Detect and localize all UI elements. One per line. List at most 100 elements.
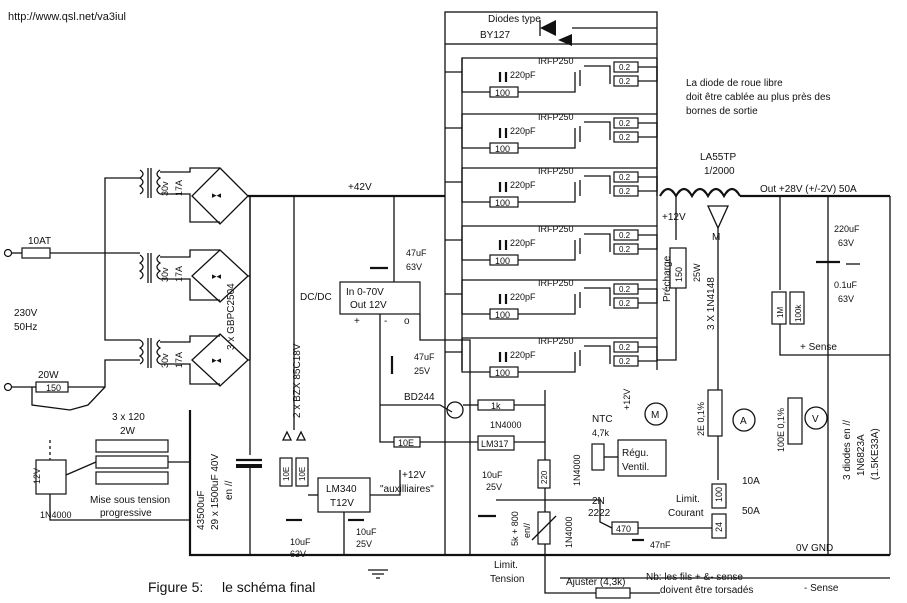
pot-desc-2: en//: [522, 522, 532, 538]
snubber-cap-value: 220pF: [510, 292, 536, 302]
lim-cap-value: 10uF: [482, 470, 503, 480]
fan-regu-box: [617, 439, 667, 477]
lm317-name: LM317: [481, 439, 509, 449]
mains-terminal-top: [3, 248, 13, 258]
current-pot: [711, 483, 727, 509]
tr3-current: 17A: [174, 352, 184, 368]
lm340-type: T12V: [330, 498, 354, 509]
source-resistor-1-value: 0.2: [619, 173, 631, 182]
res-1k-value: 1k: [491, 401, 501, 411]
adjust-res: [595, 587, 631, 599]
mains-terminal-bottom: [3, 382, 13, 392]
snubber-cap-value: 220pF: [510, 238, 536, 248]
sensor-m: M: [712, 232, 720, 243]
mains-voltage: 230V: [14, 308, 38, 319]
svg-text:▸◂: ▸◂: [212, 271, 222, 281]
main-cap-desc2: en //: [224, 480, 235, 500]
dcdc-name: DC/DC: [300, 292, 332, 303]
gate-resistor-value: 100: [495, 310, 510, 320]
tr1-voltage: 30v: [160, 181, 170, 196]
softstart-label-1: Mise sous tension: [90, 495, 170, 506]
mosfet-name: IRFP250: [538, 336, 574, 346]
source-resistor-2-value: 0.2: [619, 245, 631, 254]
adjust-label: Ajuster (4,3k): [566, 577, 625, 588]
res-220: [537, 459, 551, 489]
mosfet-name: IRFP250: [538, 112, 574, 122]
transformer-2: 30v 17A: [138, 253, 184, 283]
transformer-3: 30v 17A: [138, 338, 184, 368]
note-block: La diode de roue libre doit être cablée …: [686, 78, 831, 117]
limit-circuits: Limit. Courant 100 24 10A 50A 2N 2222 47…: [478, 454, 760, 599]
zener-label: 2 x BZX 85C18V: [292, 343, 303, 418]
reg-cap2-voltage: 25V: [356, 539, 372, 549]
source-resistor-1-value: 0.2: [619, 231, 631, 240]
source-resistor-2-value: 0.2: [619, 133, 631, 142]
lim-diode-2: 1N4000: [564, 516, 574, 548]
ntc-res: [591, 443, 605, 471]
diodes-title: Diodes type: [488, 14, 541, 25]
relay-coil: [35, 459, 67, 495]
out-res1-value: 1M: [776, 307, 785, 318]
reg-cap1-voltage: 63V: [290, 549, 306, 559]
mains-fuse: [21, 247, 51, 259]
relay-diode: 1N4000: [40, 510, 72, 520]
softstart-res-power: 2W: [120, 426, 136, 437]
volt-shunt-label: 100E 0,1%: [776, 408, 786, 452]
current-res-24: [711, 513, 727, 539]
precharge-res: [669, 247, 687, 289]
bridge-3: [191, 333, 249, 387]
nb-line-1: Nb: les fils + &- sense: [646, 572, 743, 583]
dcdc-minus: -: [384, 316, 387, 327]
source-resistor-2-value: 0.2: [619, 187, 631, 196]
reg-cap1-value: 10uF: [290, 537, 311, 547]
mains-frequency: 50Hz: [14, 322, 37, 333]
lm340-name: LM340: [326, 484, 357, 495]
res-10e-value: 10E: [398, 438, 414, 448]
mosfet-name: IRFP250: [538, 224, 574, 234]
source-resistor-1-value: 0.2: [619, 119, 631, 128]
mosfet-stage: 100220pFIRFP2500.20.2100220pFIRFP2500.20…: [445, 56, 658, 378]
res-220-value: 220: [540, 470, 549, 484]
dcdc-converter: DC/DC In 0-70V Out 12V + - o 47uF 63V 47…: [300, 196, 471, 555]
source-resistor-1-value: 0.2: [619, 63, 631, 72]
lim-cap-voltage: 25V: [486, 482, 502, 492]
tr3-voltage: 30v: [160, 353, 170, 368]
softstart-res-1: [95, 439, 169, 453]
out-res-1m: [771, 291, 787, 325]
dcdc-box: [339, 281, 421, 315]
snubber-cap-value: 220pF: [510, 350, 536, 360]
fan-box-line2: Ventil.: [622, 462, 649, 473]
snubber-cap-value: 220pF: [510, 70, 536, 80]
mosfet-name: IRFP250: [538, 166, 574, 176]
aux-regulator: 2 x BZX 85C18V 10E 10E LM340 T12V +12V "…: [279, 196, 434, 579]
tr2-current: 17A: [174, 266, 184, 282]
ammeter-label: A: [740, 416, 747, 427]
plus-sense: + Sense: [800, 342, 837, 353]
diodes-3x: 3 X 1N4148: [706, 277, 717, 330]
zener-res-2: [295, 457, 309, 487]
tension-1: Limit.: [494, 560, 518, 571]
range-high: 10A: [742, 476, 760, 487]
fan-supply: +12V: [622, 389, 632, 410]
softstart-res-2: [95, 455, 169, 469]
dcdc-cap-in-voltage: 63V: [406, 262, 422, 272]
amp-shunt: [707, 389, 723, 437]
relay-voltage: 12V: [32, 468, 42, 484]
figure-number: Figure 5:: [148, 579, 203, 595]
rail-label: +42V: [348, 182, 372, 193]
svg-text:▸◂: ▸◂: [212, 355, 222, 365]
gate-resistor-value: 100: [495, 144, 510, 154]
motor-label: M: [651, 410, 659, 421]
bridge-label: 3 x GBPC2504: [226, 283, 237, 350]
zener-res-1-value: 10E: [282, 467, 291, 481]
output-section: LA55TP 1/2000 Out +28V (+/-2V) 50A +12V …: [560, 152, 891, 594]
dcdc-cap-out-value: 47uF: [414, 352, 435, 362]
volt-shunt: [787, 397, 803, 445]
minus-sense: - Sense: [804, 583, 839, 594]
nb-line-2: doivent être torsadés: [660, 585, 753, 596]
clamp-line-1: 3 diodes en //: [842, 420, 853, 480]
ammeter: [732, 408, 756, 432]
